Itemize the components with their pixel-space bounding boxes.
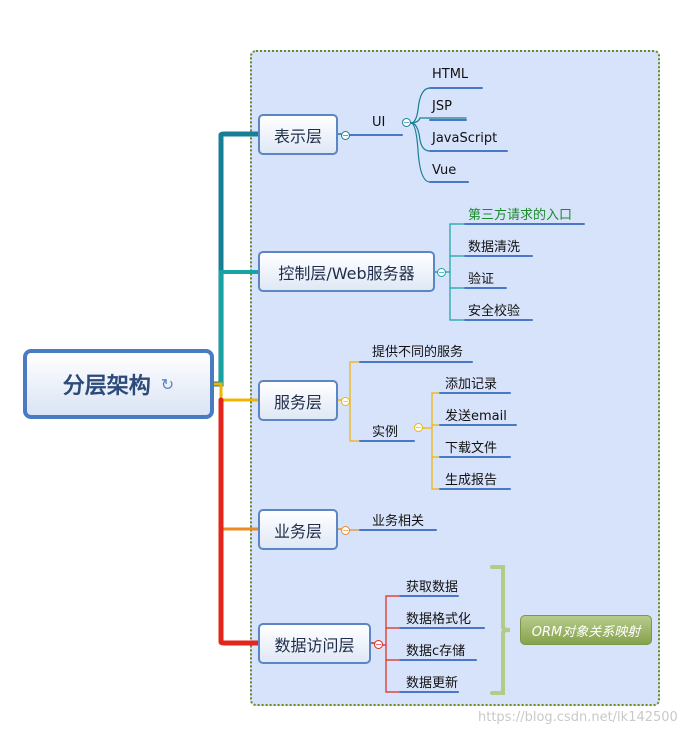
refresh-arrow-icon: ↻ <box>160 374 175 394</box>
trunk-connector <box>211 131 261 387</box>
root-node[interactable]: 分层架构 ↻ <box>23 349 214 419</box>
edge-connector <box>445 223 466 321</box>
node-controller-layer[interactable]: 控制层/Web服务器 <box>258 251 435 292</box>
leaf-examples[interactable]: 实例 <box>372 425 399 440</box>
node-data-access-layer[interactable]: 数据访问层 <box>258 623 371 664</box>
watermark: https://blog.csdn.net/lk142500 <box>478 710 678 725</box>
leaf-validation[interactable]: 验证 <box>468 272 495 287</box>
edge-connector <box>382 595 401 693</box>
node-label: 服务层 <box>273 392 322 412</box>
edge-connector <box>410 122 469 183</box>
root-label: 分层架构 <box>62 374 151 399</box>
leaf-third-party-entry[interactable]: 第三方请求的入口 <box>468 208 573 223</box>
orm-label: ORM对象关系映射 <box>531 624 641 640</box>
leaf-jsp[interactable]: JSP <box>432 99 452 114</box>
leaf-format-data[interactable]: 数据格式化 <box>406 612 472 627</box>
leaf-update-data[interactable]: 数据更新 <box>406 676 459 691</box>
leaf-security-check[interactable]: 安全校验 <box>468 304 521 319</box>
trunk-connector <box>219 270 260 386</box>
leaf-download-file[interactable]: 下载文件 <box>445 441 498 456</box>
leaf-get-data[interactable]: 获取数据 <box>406 580 459 595</box>
leaf-ui[interactable]: UI <box>372 115 386 130</box>
leaf-add-record[interactable]: 添加记录 <box>445 377 498 392</box>
collapse-toggle-icon[interactable]: − <box>341 397 350 406</box>
collapse-toggle-icon[interactable]: − <box>374 640 383 649</box>
node-label: 控制层/Web服务器 <box>278 263 415 283</box>
collapse-toggle-icon[interactable]: − <box>341 526 350 535</box>
edge-connector <box>410 87 483 124</box>
node-presentation-layer[interactable]: 表示层 <box>258 114 338 155</box>
leaf-store-data[interactable]: 数据c存储 <box>406 644 466 659</box>
edge-connector <box>422 392 441 490</box>
edge-connector <box>410 122 508 152</box>
edge-connector <box>349 361 361 442</box>
leaf-vue[interactable]: Vue <box>432 163 457 178</box>
node-business-layer[interactable]: 业务层 <box>258 509 338 550</box>
trunk-connector <box>219 398 260 531</box>
trunk-connector <box>218 397 261 646</box>
node-service-layer[interactable]: 服务层 <box>258 380 338 421</box>
node-label: 表示层 <box>273 126 322 146</box>
leaf-html[interactable]: HTML <box>432 67 469 82</box>
node-label: 业务层 <box>273 521 322 541</box>
leaf-generate-report[interactable]: 生成报告 <box>445 473 498 488</box>
summary-bracket <box>490 565 511 695</box>
leaf-data-cleaning[interactable]: 数据清洗 <box>468 240 521 255</box>
leaf-javascript[interactable]: JavaScript <box>432 131 498 146</box>
orm-summary-callout[interactable]: ORM对象关系映射 <box>520 615 652 645</box>
collapse-toggle-icon[interactable]: − <box>414 423 423 432</box>
collapse-toggle-icon[interactable]: − <box>437 268 446 277</box>
leaf-send-email[interactable]: 发送email <box>445 409 507 424</box>
leaf-provide-services[interactable]: 提供不同的服务 <box>372 345 464 360</box>
leaf-business-related[interactable]: 业务相关 <box>372 514 425 529</box>
collapse-toggle-icon[interactable]: − <box>341 131 350 140</box>
node-label: 数据访问层 <box>274 635 355 655</box>
trunk-connector <box>212 382 260 402</box>
collapse-toggle-icon[interactable]: − <box>402 118 411 127</box>
